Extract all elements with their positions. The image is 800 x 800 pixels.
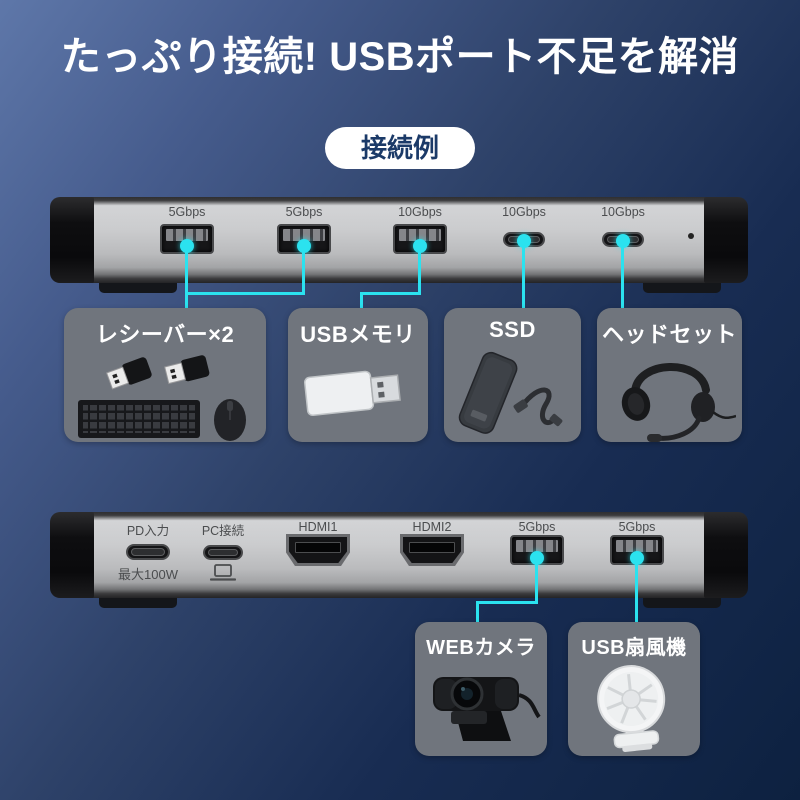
rear-port-label-1: PD入力 bbox=[126, 524, 170, 538]
connector-line bbox=[302, 246, 305, 295]
connector-line bbox=[522, 241, 525, 310]
usb-c-port-icon bbox=[203, 545, 243, 560]
rear-port-label-3: HDMI1 bbox=[298, 520, 338, 534]
hub-rear-left-endcap bbox=[50, 512, 94, 598]
front-port-label-4: 10Gbps bbox=[502, 205, 546, 219]
hub-front-right-endcap bbox=[704, 197, 748, 283]
headset-icon bbox=[621, 363, 736, 442]
hub-foot bbox=[643, 283, 721, 293]
device-box-label: USB扇風機 bbox=[581, 637, 687, 659]
connector-line bbox=[621, 241, 624, 310]
connector-line bbox=[185, 292, 305, 295]
rear-port-label-4: HDMI2 bbox=[412, 520, 452, 534]
device-box-label: レシーバー×2 bbox=[95, 322, 235, 347]
connector-line bbox=[476, 601, 538, 604]
hdmi-port-icon bbox=[286, 534, 350, 566]
device-box-receivers: レシーバー×2 bbox=[64, 308, 266, 442]
device-box-ssd: SSD bbox=[444, 308, 581, 442]
device-box-usb-fan: USB扇風機 bbox=[568, 622, 700, 756]
hub-front-panel: 5Gbps 5Gbps 10Gbps 10Gbps 10Gbps bbox=[50, 197, 748, 283]
webcam-icon bbox=[433, 677, 541, 741]
connector-line bbox=[185, 246, 188, 310]
device-box-webcam: WEBカメラ bbox=[415, 622, 547, 756]
usb-flash-drive-icon bbox=[303, 370, 401, 416]
hub-rear-metal-face bbox=[86, 512, 712, 598]
portable-ssd-icon bbox=[458, 351, 563, 434]
connector-line bbox=[476, 601, 479, 624]
connector-line bbox=[535, 558, 538, 604]
connection-example-badge: 接続例 bbox=[324, 127, 476, 169]
usb-c-port-icon bbox=[126, 544, 170, 560]
hub-rear-right-endcap bbox=[704, 512, 748, 598]
device-box-label: WEBカメラ bbox=[426, 637, 536, 659]
front-port-label-3: 10Gbps bbox=[398, 205, 442, 219]
hdmi-port-icon bbox=[400, 534, 464, 566]
device-box-label: USBメモリ bbox=[300, 322, 416, 347]
pd-max-watt-label: 最大100W bbox=[118, 567, 178, 582]
hub-foot bbox=[99, 598, 177, 608]
device-box-label: SSD bbox=[489, 317, 536, 342]
device-box-usb-memory: USBメモリ bbox=[288, 308, 428, 442]
rear-port-label-2: PC接続 bbox=[201, 524, 245, 538]
rear-port-label-6: 5Gbps bbox=[618, 520, 656, 534]
front-port-label-2: 5Gbps bbox=[285, 205, 323, 219]
rear-port-label-5: 5Gbps bbox=[518, 520, 556, 534]
front-port-label-1: 5Gbps bbox=[168, 205, 206, 219]
connector-line bbox=[418, 246, 421, 295]
connector-line bbox=[360, 292, 421, 295]
hub-rear-panel: PD入力 PC接続 HDMI1 HDMI2 5Gbps 5Gbps 最大100W bbox=[50, 512, 748, 598]
connector-line bbox=[635, 558, 638, 624]
led-dot bbox=[688, 233, 694, 239]
connector-line bbox=[360, 292, 363, 312]
wireless-receivers-keyboard-mouse-icon bbox=[78, 355, 246, 441]
device-box-label: ヘッドセット bbox=[601, 322, 737, 347]
hub-front-left-endcap bbox=[50, 197, 94, 283]
front-port-label-5: 10Gbps bbox=[601, 205, 645, 219]
laptop-icon bbox=[210, 564, 236, 581]
device-box-headset: ヘッドセット bbox=[597, 308, 742, 442]
hub-foot bbox=[99, 283, 177, 293]
page-title: たっぷり接続! USBポート不足を解消 bbox=[60, 35, 740, 79]
hub-foot bbox=[643, 598, 721, 608]
usb-fan-icon bbox=[597, 665, 666, 752]
